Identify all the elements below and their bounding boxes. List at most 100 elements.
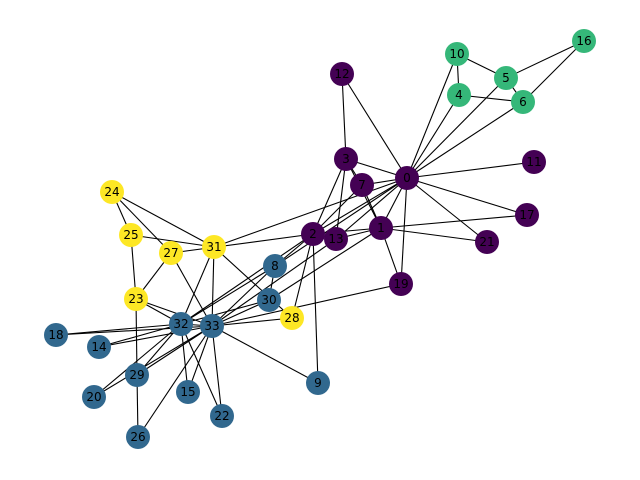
edge-5-16 (505, 40, 585, 79)
node-circle (447, 83, 471, 107)
node-label: 11 (526, 155, 541, 169)
node-label: 18 (48, 328, 63, 342)
edge-25-31 (130, 234, 215, 248)
node-label: 3 (342, 152, 350, 166)
node-26: 26 (126, 425, 150, 449)
edge-0-21 (406, 177, 488, 243)
node-circle (494, 66, 518, 90)
node-circle (572, 29, 596, 53)
node-circle (389, 272, 413, 296)
edge-24-27 (111, 191, 172, 254)
node-circle (445, 42, 469, 66)
node-circle (124, 287, 148, 311)
node-label: 20 (86, 390, 101, 404)
node-label: 33 (204, 319, 219, 333)
node-25: 25 (119, 223, 143, 247)
node-5: 5 (494, 66, 518, 90)
edge-0-4 (406, 94, 460, 179)
node-circle (87, 335, 111, 359)
node-label: 27 (163, 246, 178, 260)
edge-18-32 (55, 323, 182, 336)
node-circle (369, 216, 393, 240)
edge-8-33 (211, 265, 276, 327)
node-label: 26 (130, 430, 145, 444)
node-label: 9 (314, 376, 322, 390)
node-label: 16 (576, 34, 591, 48)
edge-9-33 (211, 325, 319, 384)
node-circle (475, 230, 499, 254)
edge-23-33 (135, 298, 213, 327)
edge-0-2 (312, 177, 408, 235)
edge-0-8 (274, 177, 408, 267)
node-circle (350, 173, 374, 197)
node-label: 10 (449, 47, 464, 61)
node-16: 16 (572, 29, 596, 53)
node-2: 2 (301, 222, 325, 246)
edge-14-32 (98, 323, 182, 348)
node-19: 19 (389, 272, 413, 296)
node-circle (306, 371, 330, 395)
node-label: 24 (104, 185, 119, 199)
node-label: 2 (309, 227, 317, 241)
node-circle (176, 380, 200, 404)
node-circle (263, 254, 287, 278)
edge-2-28 (291, 233, 314, 319)
node-32: 32 (169, 312, 193, 336)
node-circle (126, 425, 150, 449)
edge-26-33 (137, 325, 213, 438)
node-circle (119, 223, 143, 247)
edge-13-33 (211, 238, 337, 327)
edge-1-17 (380, 214, 528, 229)
node-label: 5 (502, 71, 510, 85)
edge-1-30 (268, 227, 382, 301)
edge-27-33 (170, 252, 213, 327)
node-circle (202, 235, 226, 259)
node-31: 31 (202, 235, 226, 259)
node-label: 13 (328, 232, 343, 246)
edge-1-21 (380, 227, 488, 243)
node-label: 1 (377, 221, 385, 235)
node-10: 10 (445, 42, 469, 66)
edge-2-9 (312, 233, 319, 384)
node-circle (257, 288, 281, 312)
node-17: 17 (515, 203, 539, 227)
node-13: 13 (324, 227, 348, 251)
node-30: 30 (257, 288, 281, 312)
node-21: 21 (475, 230, 499, 254)
node-circle (324, 227, 348, 251)
edge-0-17 (406, 177, 528, 216)
node-circle (395, 166, 419, 190)
edge-31-32 (180, 246, 215, 325)
edge-19-33 (211, 283, 402, 327)
edge-0-31 (213, 177, 408, 248)
node-circle (200, 314, 224, 338)
node-9: 9 (306, 371, 330, 395)
node-circle (125, 363, 149, 387)
node-circle (334, 147, 358, 171)
edge-0-10 (406, 53, 458, 179)
node-6: 6 (511, 90, 535, 114)
edge-2-27 (170, 233, 314, 254)
node-circle (515, 203, 539, 227)
node-circle (82, 385, 106, 409)
edge-31-33 (211, 246, 215, 327)
node-label: 15 (180, 385, 195, 399)
node-label: 17 (519, 208, 534, 222)
node-8: 8 (263, 254, 287, 278)
edge-29-33 (136, 325, 213, 376)
node-7: 7 (350, 173, 374, 197)
edge-20-33 (93, 325, 213, 398)
node-29: 29 (125, 363, 149, 387)
edge-22-32 (180, 323, 223, 417)
edge-2-3 (312, 158, 347, 235)
node-label: 19 (393, 277, 408, 291)
node-28: 28 (280, 306, 304, 330)
node-label: 32 (173, 317, 188, 331)
edge-6-16 (522, 40, 585, 103)
edge-8-32 (180, 265, 276, 325)
edge-23-29 (135, 298, 138, 376)
node-20: 20 (82, 385, 106, 409)
node-circle (159, 241, 183, 265)
